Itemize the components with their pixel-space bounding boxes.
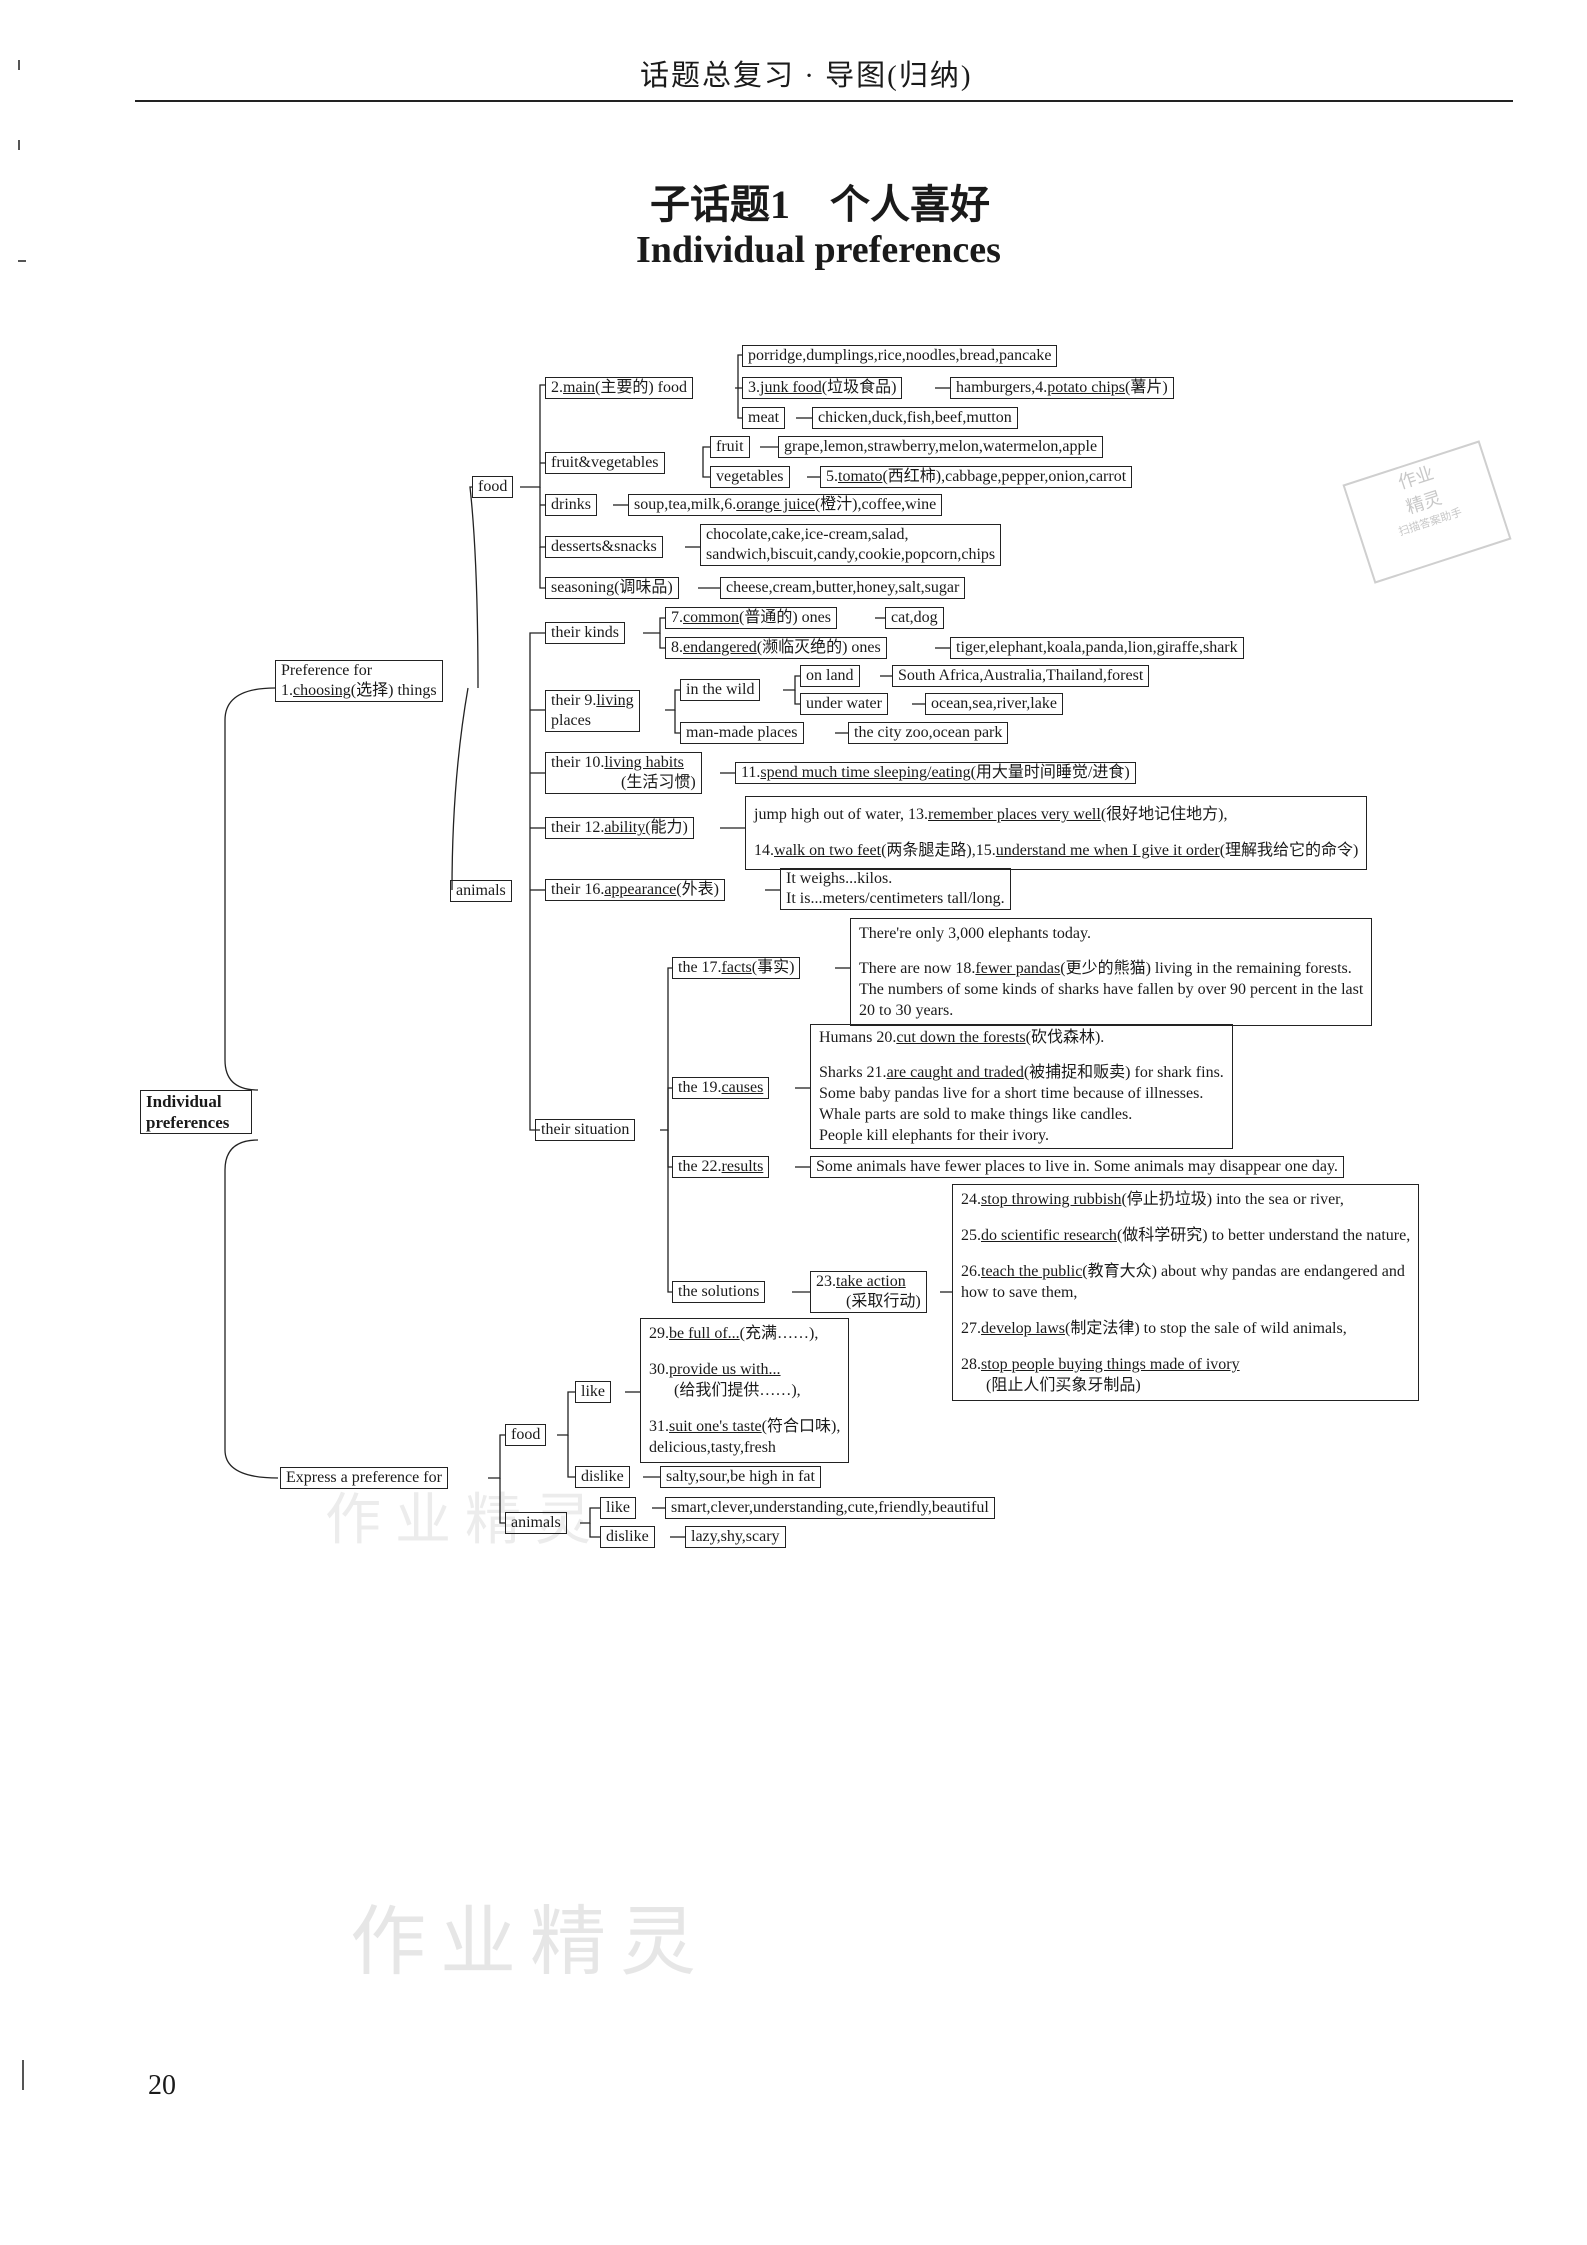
node-appearance: their 16.appearance(外表)	[545, 879, 725, 901]
node-vegetables: vegetables	[710, 466, 790, 488]
node-ability: their 12.ability(能力)	[545, 817, 694, 839]
node-desserts-snacks: desserts&snacks	[545, 536, 663, 558]
page-header: 话题总复习 · 导图(归纳)	[640, 60, 973, 92]
node-animals-dislike: dislike	[600, 1526, 655, 1548]
node-results-items: Some animals have fewer places to live i…	[810, 1156, 1344, 1178]
scan-mark	[18, 60, 20, 70]
node-ability-items: jump high out of water, 13.remember plac…	[745, 796, 1368, 870]
node-seasoning-items: cheese,cream,butter,honey,salt,sugar	[720, 577, 966, 599]
node-facts-items: There're only 3,000 elephants today. The…	[850, 918, 1373, 1026]
node-common-items: cat,dog	[885, 607, 944, 629]
node-their-situation: their situation	[535, 1119, 636, 1141]
node-animals-like-items: smart,clever,understanding,cute,friendly…	[665, 1497, 995, 1519]
node-man-made-places: man-made places	[680, 722, 804, 744]
scan-mark	[22, 2060, 24, 2090]
title-english: Individual preferences	[636, 229, 1001, 271]
node-living-places: their 9.living places	[545, 690, 640, 732]
node-seasoning: seasoning(调味品)	[545, 577, 679, 599]
node-fruit-items: grape,lemon,strawberry,melon,watermelon,…	[778, 436, 1104, 458]
title-chinese: 子话题1 个人喜好	[650, 182, 990, 227]
node-animals-like: like	[600, 1497, 636, 1519]
watermark-small: 作业精灵	[325, 1488, 605, 1553]
node-facts: the 17.facts(事实)	[672, 957, 801, 979]
node-take-action: 23.take action (采取行动)	[810, 1271, 927, 1313]
node-food-dislike-items: salty,sour,be high in fat	[660, 1466, 821, 1488]
node-staple-items: porridge,dumplings,rice,noodles,bread,pa…	[742, 345, 1058, 367]
node-junk-items: hamburgers,4.potato chips(薯片)	[950, 377, 1174, 399]
node-desserts-items: chocolate,cake,ice-cream,salad,sandwich,…	[700, 524, 1002, 566]
node-drinks: drinks	[545, 494, 597, 516]
node-express-preference: Express a preference for	[280, 1467, 448, 1489]
node-animals: animals	[450, 880, 512, 902]
node-endangered-items: tiger,elephant,koala,panda,lion,giraffe,…	[950, 637, 1244, 659]
node-under-water: under water	[800, 693, 888, 715]
node-meat: meat	[742, 407, 786, 429]
node-food-like: like	[575, 1381, 611, 1403]
node-junk-food: 3.junk food(垃圾食品)	[742, 377, 903, 399]
node-in-the-wild: in the wild	[680, 679, 761, 701]
scan-mark	[18, 260, 26, 262]
node-results: the 22.results	[672, 1156, 770, 1178]
node-endangered-ones: 8.endangered(濒临灭绝的) ones	[665, 637, 887, 659]
node-animals-dislike-items: lazy,shy,scary	[685, 1526, 786, 1548]
node-fruit: fruit	[710, 436, 750, 458]
node-common-ones: 7.common(普通的) ones	[665, 607, 837, 629]
page-number: 20	[148, 2070, 176, 2101]
node-habits-items: 11.spend much time sleeping/eating(用大量时间…	[735, 762, 1136, 784]
node-causes: the 19.causes	[672, 1077, 770, 1099]
node-food: food	[472, 476, 514, 498]
node-drinks-items: soup,tea,milk,6.orange juice(橙汁),coffee,…	[628, 494, 943, 516]
node-solutions: the solutions	[672, 1281, 766, 1303]
node-causes-items: Humans 20.cut down the forests(砍伐森林). Sh…	[810, 1024, 1233, 1149]
node-on-land-items: South Africa,Australia,Thailand,forest	[892, 665, 1150, 687]
node-fruit-vegetables: fruit&vegetables	[545, 452, 665, 474]
root-node: Individual preferences	[140, 1090, 252, 1134]
scan-mark	[18, 140, 20, 150]
node-express-animals: animals	[505, 1512, 567, 1534]
node-under-water-items: ocean,sea,river,lake	[925, 693, 1063, 715]
node-solutions-items: 24.stop throwing rubbish(停止扔垃圾) into the…	[952, 1184, 1420, 1401]
watermark-large: 作业精灵	[350, 1897, 710, 1986]
node-food-like-items: 29.be full of...(充满……), 30.provide us wi…	[640, 1318, 850, 1463]
node-express-food: food	[505, 1424, 547, 1446]
header-rule	[135, 100, 1513, 102]
node-vegetable-items: 5.tomato(西红柿),cabbage,pepper,onion,carro…	[820, 466, 1133, 488]
node-main-food: 2.main(主要的) food	[545, 377, 693, 399]
node-living-habits: their 10.living habits (生活习惯)	[545, 752, 702, 794]
node-man-made-items: the city zoo,ocean park	[848, 722, 1009, 744]
node-on-land: on land	[800, 665, 860, 687]
node-food-dislike: dislike	[575, 1466, 630, 1488]
node-meat-items: chicken,duck,fish,beef,mutton	[812, 407, 1018, 429]
node-preference-choosing: Preference for 1.choosing(选择) things	[275, 660, 443, 702]
node-appearance-items: It weighs...kilos.It is...meters/centime…	[780, 868, 1011, 910]
node-their-kinds: their kinds	[545, 622, 625, 644]
